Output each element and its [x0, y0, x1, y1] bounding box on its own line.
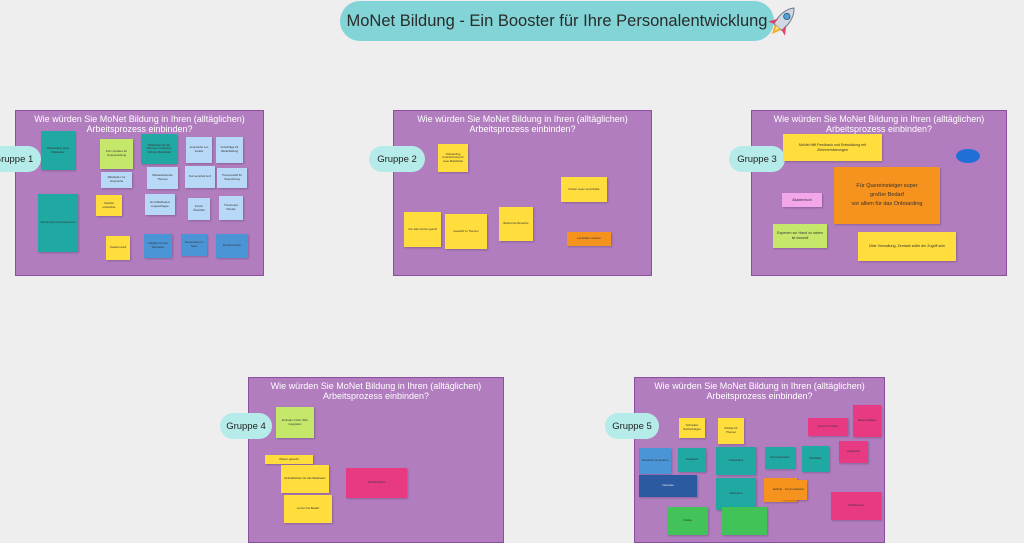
marker-dot[interactable]	[956, 149, 980, 163]
sticky-note[interactable]: Einheitlichkeit, für alle Mitarbeiter	[281, 465, 329, 493]
group-label-1[interactable]: Gruppe 1	[0, 146, 41, 172]
sticky-note[interactable]: Thema des Monats	[219, 196, 243, 220]
sticky-note[interactable]: Zusatzmodul	[106, 236, 130, 260]
sticky-note[interactable]: Onboarding	[716, 447, 756, 475]
frame-title: Wie würden Sie MoNet Bildung in Ihren (a…	[270, 381, 482, 401]
sticky-note[interactable]: Interesse	[639, 475, 697, 497]
sticky-note[interactable]: Wiederkehrende Themen	[147, 167, 178, 189]
sticky-note[interactable]: Mitarbeiter zur Ansprache	[101, 172, 132, 188]
sticky-note[interactable]: Kommunikation	[782, 480, 807, 500]
group-label-2[interactable]: Gruppe 2	[369, 146, 425, 172]
sticky-note[interactable]: Neue Kollegen	[853, 405, 881, 437]
note-line: Für Quereinsteiger super	[856, 183, 918, 189]
sticky-note[interactable]: Von Mitarbeitern vorgeschlagen	[145, 194, 175, 215]
sticky-note[interactable]: Akademisch	[782, 193, 822, 207]
group-label-3[interactable]: Gruppe 3	[729, 146, 785, 172]
sticky-note[interactable]: Bestimmte Bereiche	[499, 207, 533, 241]
group-label-5[interactable]: Gruppe 5	[605, 413, 659, 439]
frame-title: Wie würden Sie MoNet Bildung in Ihren (a…	[773, 114, 985, 134]
sticky-note[interactable]: Feedback	[678, 448, 706, 472]
group-label-text: Gruppe 4	[226, 420, 266, 432]
sticky-note[interactable]: Themenwahl für Teamsitzung	[217, 168, 247, 188]
sticky-note[interactable]: Austausch	[839, 441, 868, 463]
frame-title: Wie würden Sie MoNet Bildung in Ihren (a…	[654, 381, 865, 401]
frame-title: Wie würden Sie MoNet Bildung in Ihren (a…	[34, 114, 245, 134]
sticky-note[interactable]: Onboarding neuer Mitarbeiter	[41, 131, 75, 170]
rocket-icon	[768, 7, 795, 36]
sticky-note[interactable]: Fachthemen	[831, 492, 881, 520]
sticky-note[interactable]: Experten zur Hand zu haben ist sinnvoll	[773, 224, 827, 248]
sticky-note[interactable]: Zeit für Lernen	[216, 234, 248, 258]
sticky-note[interactable]: Mitarbeiter für die Themen im Konzern Sc…	[141, 134, 177, 164]
sticky-note[interactable]: Motivation	[716, 478, 756, 510]
sticky-note[interactable]: Gemeinsam im Team	[181, 234, 207, 256]
sticky-note[interactable]: Inhalte	[667, 507, 708, 535]
sticky-note[interactable]: Für Quereinsteiger super großer Bedarf v…	[834, 167, 940, 224]
sticky-note[interactable]	[722, 507, 767, 535]
board-title-text: MoNet Bildung - Ein Booster für Ihre Per…	[346, 11, 768, 30]
sticky-note[interactable]: MoNet hilft Feedback und Entwicklung mit…	[783, 134, 882, 161]
note-line: großer Bedarf	[870, 192, 904, 198]
sticky-note[interactable]: Von allen Nutzer geteilt	[404, 212, 441, 247]
group-label-text: Gruppe 1	[0, 153, 34, 165]
sticky-note[interactable]: Schnelles Nachschlagen	[679, 418, 705, 438]
group-label-4[interactable]: Gruppe 4	[220, 413, 272, 439]
sticky-note[interactable]: Aufgabe für den Teamleiter	[144, 234, 172, 258]
sticky-note[interactable]: Vorschläge für Weiterbildung	[216, 137, 243, 163]
sticky-note[interactable]: Ansprache von Azubis	[186, 137, 212, 163]
group-label-text: Gruppe 3	[737, 153, 777, 165]
sticky-note[interactable]: Zentraler Inhalt, Wiki-Integration	[276, 407, 314, 438]
sticky-note[interactable]: Zuordnung zu Kompetenzen	[38, 194, 78, 252]
group-label-text: Gruppe 5	[612, 420, 652, 432]
note-line: vor allem für das Onboarding	[851, 201, 923, 207]
sticky-note[interactable]: Kurz-Updates für Gruppenleitung	[100, 139, 133, 169]
board-title[interactable]: MoNet Bildung - Ein Booster für Ihre Per…	[340, 1, 774, 41]
sticky-note[interactable]: Kurzer Überblick	[188, 198, 210, 220]
sticky-note[interactable]: Auswahl zu Themen	[445, 214, 487, 249]
frame-title: Wie würden Sie MoNet Bildung in Ihren (a…	[417, 114, 628, 134]
sticky-note[interactable]: Module für Themen	[718, 418, 744, 444]
sticky-note[interactable]: Über Verwaltung, Zentrale sollte der Zug…	[858, 232, 956, 261]
sticky-note[interactable]: Lernen bei Bedarf	[284, 495, 332, 523]
sticky-note[interactable]: Zertifikate	[802, 446, 829, 472]
sticky-note[interactable]: Nur Lernpfad kurz	[185, 166, 215, 188]
sticky-note[interactable]: Kurze Einheiten	[765, 447, 795, 469]
sticky-note[interactable]: Flexibel einsetzbar	[96, 195, 122, 216]
sticky-note[interactable]: Lernen im Team	[808, 418, 848, 436]
sticky-note[interactable]: Onboarding Unterstützung für neue Mitarb…	[438, 144, 468, 172]
sticky-note[interactable]: Teamleiter Gespräche	[639, 448, 671, 474]
sticky-note[interactable]: Lernpfade erstellen	[567, 232, 611, 246]
sticky-note[interactable]: Finden neuer Lerninhalte	[561, 177, 607, 202]
sticky-note[interactable]: Schnell finden	[346, 468, 407, 498]
group-label-text: Gruppe 2	[377, 153, 417, 165]
frame-group-2[interactable]: Wie würden Sie MoNet Bildung in Ihren (a…	[393, 110, 652, 276]
sticky-note[interactable]: Wissen gesucht	[265, 455, 313, 464]
